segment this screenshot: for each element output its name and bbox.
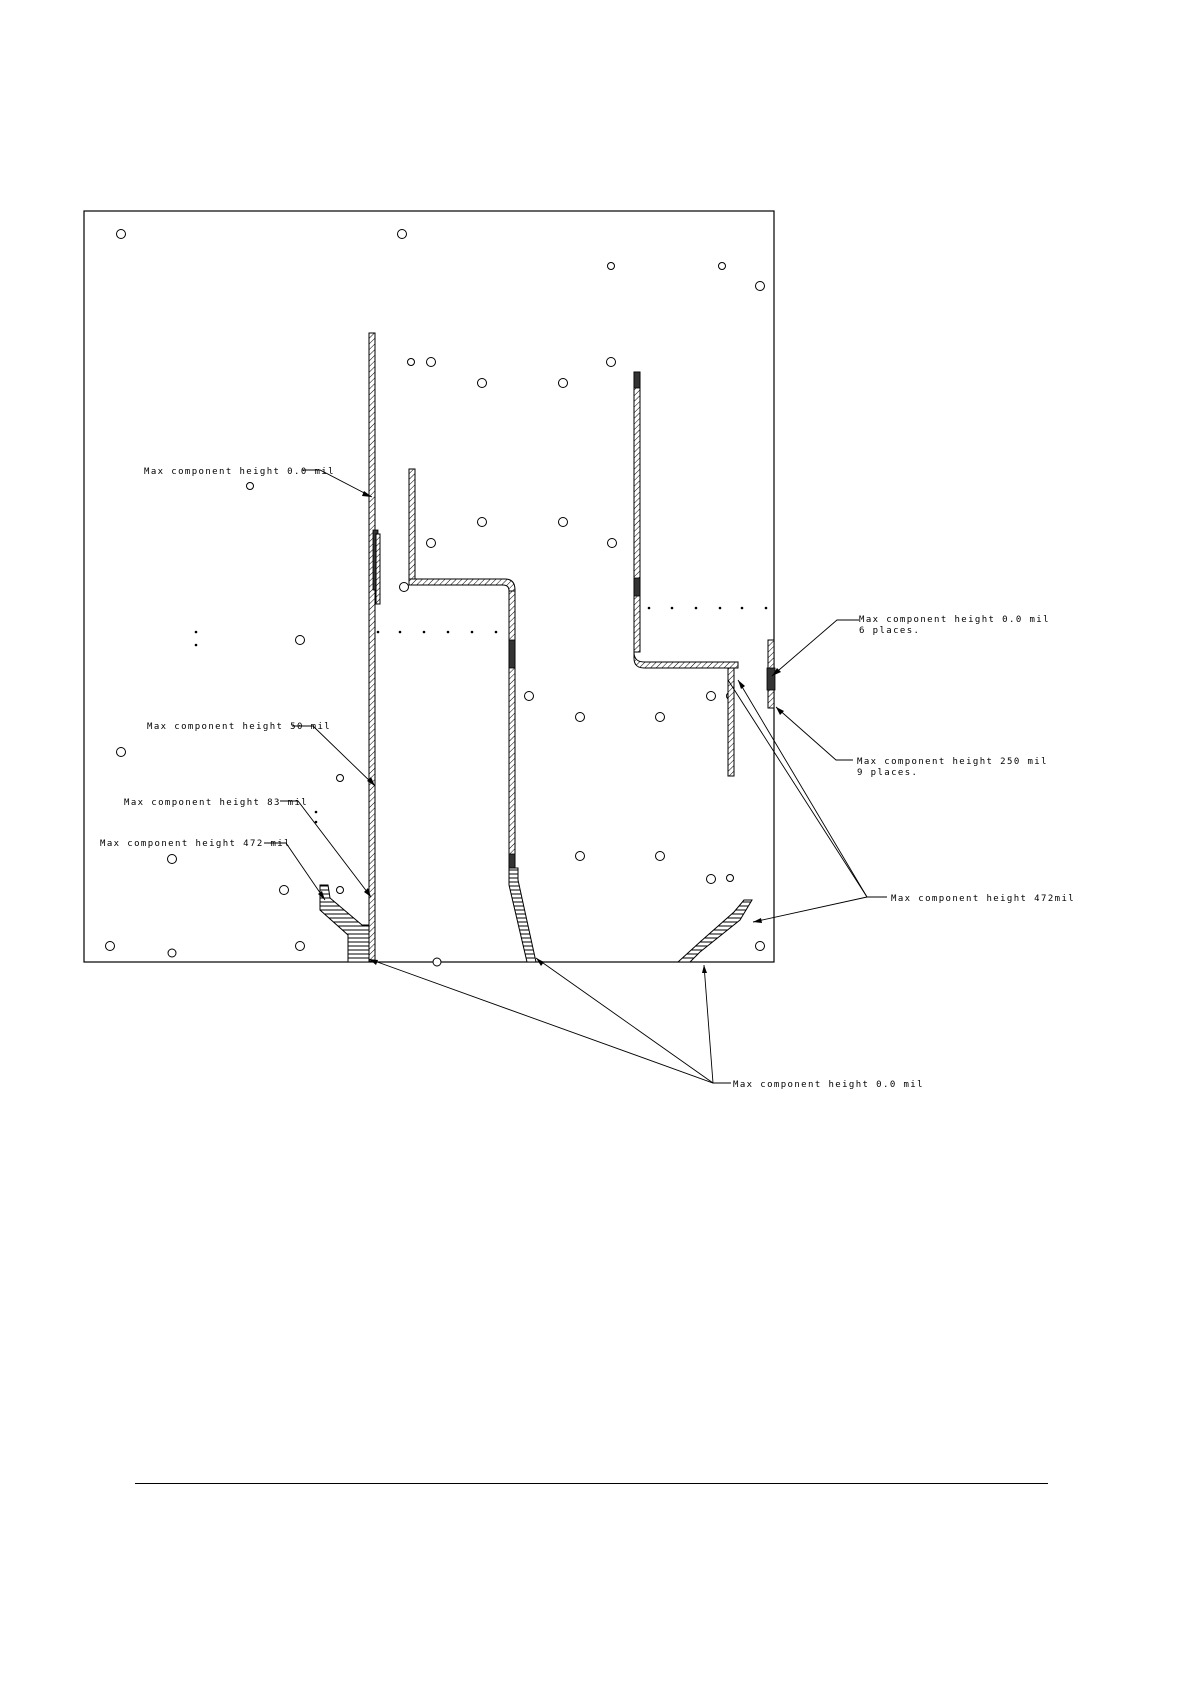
annotation-left-472: Max component height 472 mil: [100, 839, 291, 849]
mounting-holes: [106, 230, 765, 967]
annotation-right-zero-note: 6 places.: [859, 626, 920, 636]
annotation-left-83: Max component height 83 mil: [124, 798, 308, 808]
footer-rule: [135, 1483, 1048, 1484]
annotation-bottom-zero: Max component height 0.0 mil: [733, 1080, 924, 1090]
via-dots: [195, 607, 768, 824]
annotation-right-250: Max component height 250 mil: [857, 757, 1048, 767]
annotation-right-zero: Max component height 0.0 mil: [859, 615, 1050, 625]
annotation-right-472: Max component height 472mil: [891, 894, 1075, 904]
annotation-right-250-note: 9 places.: [857, 768, 918, 778]
shield-walls: [369, 333, 775, 961]
corner-keepouts: [320, 868, 752, 962]
leader-lines: [264, 470, 887, 1083]
annotation-top-left-zero: Max component height 0.0 mil: [144, 467, 335, 477]
board-outline: [84, 211, 774, 962]
annotation-left-50: Max component height 50 mil: [147, 722, 331, 732]
